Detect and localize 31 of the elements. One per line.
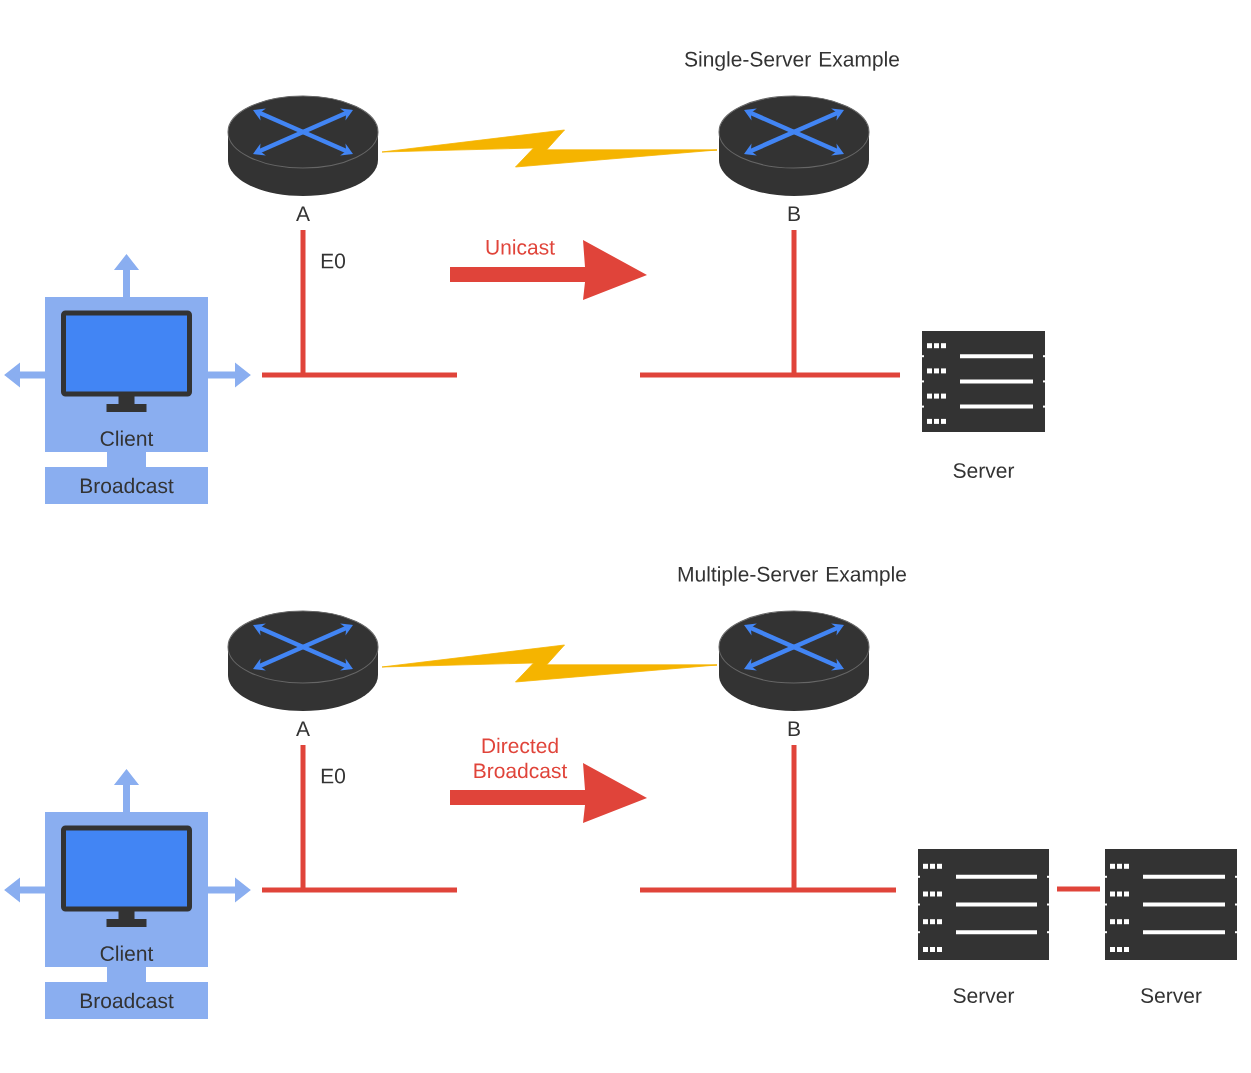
traffic-label: Unicast	[486, 239, 555, 255]
node-label: Server	[953, 988, 1015, 1003]
tag-box: Broadcast	[45, 982, 208, 1019]
connector-bar	[107, 967, 146, 982]
lightning-link	[381, 129, 718, 168]
network-line	[259, 227, 460, 378]
server-rack: Server	[918, 849, 1049, 1003]
server-rack: Server	[1105, 849, 1237, 1003]
node-label: A	[296, 206, 310, 221]
node-label: Server	[953, 463, 1015, 478]
network-line	[259, 742, 460, 893]
router: A	[227, 610, 379, 736]
node-label: Server	[1141, 988, 1202, 1003]
node-label: B	[788, 721, 800, 736]
router: B	[718, 610, 870, 736]
router: B	[718, 95, 870, 221]
router: A	[227, 95, 379, 221]
tag-box: Broadcast	[45, 467, 208, 504]
traffic-label: Directed Broadcast	[474, 737, 568, 779]
node-label: A	[296, 721, 310, 736]
lightning-link	[381, 644, 718, 683]
server-rack: Server	[922, 331, 1045, 478]
network-line	[637, 742, 899, 893]
network-line	[637, 227, 903, 378]
interface-label: E0	[321, 768, 345, 784]
interface-label: E0	[321, 253, 345, 269]
network-line	[1057, 886, 1100, 892]
connector-bar	[107, 452, 146, 467]
panel-title: Multiple-Server Example	[678, 566, 906, 586]
node-label: B	[788, 206, 800, 221]
panel-title: Single-Server Example	[685, 51, 899, 71]
